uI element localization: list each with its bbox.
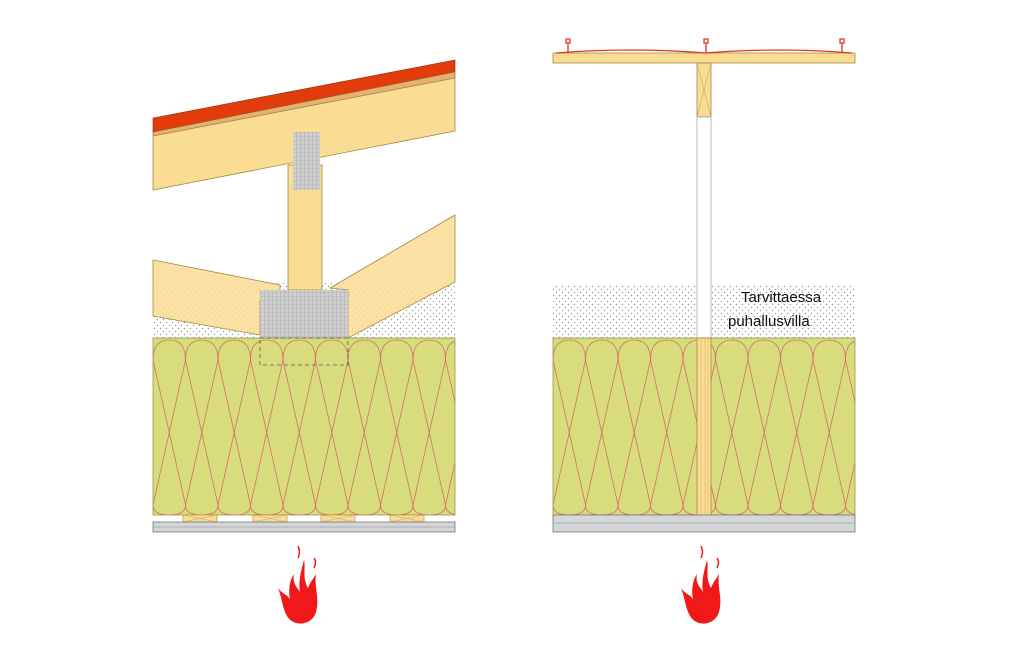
left-detail <box>152 59 456 533</box>
hanger-strip <box>696 116 712 339</box>
flame-wisp-icon <box>700 545 720 569</box>
batten-cross <box>252 514 288 523</box>
seal-line <box>555 49 853 54</box>
insulation-fiber-pattern <box>153 339 186 515</box>
insulation-fiber-pattern <box>347 339 381 515</box>
insulation-fiber-pattern <box>380 339 414 515</box>
insulation-fiber-pattern <box>650 339 684 515</box>
batten-cross <box>389 514 425 523</box>
label-line1: Tarvittaessa <box>741 289 822 306</box>
insulation-fiber-pattern <box>250 339 284 515</box>
fastener-icon <box>839 38 845 53</box>
fastener-icon <box>565 38 571 53</box>
support-board <box>552 52 856 64</box>
insulation-fiber-pattern <box>412 339 446 515</box>
insulation-fiber-pattern <box>780 339 814 515</box>
fastener-icon <box>703 38 709 53</box>
insulation-fiber-pattern <box>845 340 855 515</box>
flame-icon <box>681 560 721 624</box>
insulation-fiber-pattern <box>553 339 586 515</box>
insulation-fiber-pattern <box>715 339 749 515</box>
flame-wisp-icon <box>297 545 317 569</box>
insulation-fiber-pattern <box>812 339 846 515</box>
stud <box>696 337 712 516</box>
right-detail: Tarvittaessa puhallusvilla <box>552 38 856 533</box>
insulation-fiber-pattern <box>315 339 349 515</box>
nail-plate-bottom <box>260 290 348 338</box>
insulation-fiber-pattern <box>617 339 651 515</box>
insulation-fiber-pattern <box>282 339 316 515</box>
insulation-fiber-pattern <box>217 339 251 515</box>
ceiling-board <box>552 514 856 533</box>
hidden-plate-outline <box>259 337 349 366</box>
insulation-fiber-pattern <box>585 339 619 515</box>
batten-cross <box>182 514 218 523</box>
nail-plate-top <box>293 132 320 190</box>
label-line2: puhallusvilla <box>728 313 810 330</box>
batten-cross <box>320 514 356 523</box>
insulation-fiber-pattern <box>747 339 781 515</box>
insulation-fiber-pattern <box>445 340 455 515</box>
flame-icon <box>278 560 318 624</box>
insulation-fiber-pattern <box>185 339 219 515</box>
